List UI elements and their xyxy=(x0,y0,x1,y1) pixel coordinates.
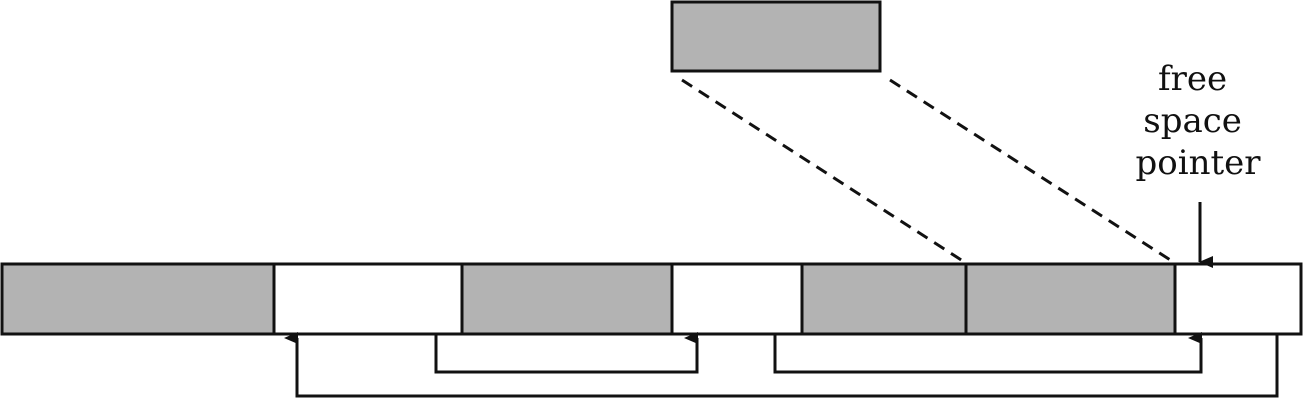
projection-line-left xyxy=(681,78,967,265)
memory-segment-free-space xyxy=(1173,262,1303,336)
free-list-link-outer xyxy=(284,332,1279,398)
memory-strip xyxy=(0,262,1303,336)
memory-segment-allocated xyxy=(0,262,276,336)
memory-segment-newly-allocated xyxy=(964,262,1177,336)
projection-line-right xyxy=(889,78,1176,265)
label-line-space: space xyxy=(1143,101,1242,141)
free-list-link-first xyxy=(434,332,699,374)
memory-segment-allocated xyxy=(460,262,674,336)
memory-segment-free xyxy=(670,262,804,336)
incoming-block xyxy=(670,0,882,73)
label-line-free: free xyxy=(1158,59,1227,99)
memory-segment-allocated xyxy=(800,262,968,336)
free-space-pointer-label: free space pointer xyxy=(1135,59,1261,183)
memory-segment-free xyxy=(272,262,464,336)
free-list-link-second xyxy=(773,332,1203,374)
label-line-pointer: pointer xyxy=(1135,143,1261,183)
